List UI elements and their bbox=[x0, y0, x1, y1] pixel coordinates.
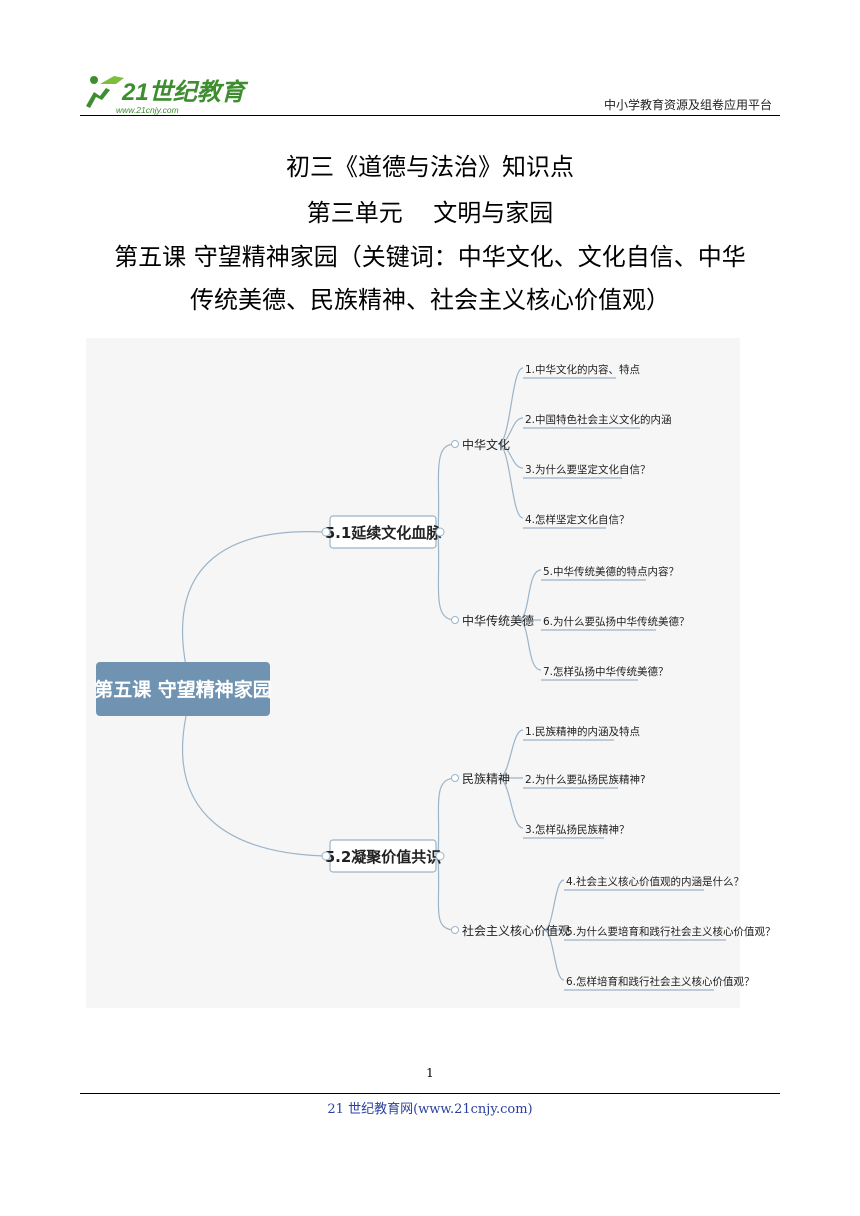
section-node: 5.1延续文化血脉 bbox=[321, 515, 445, 549]
leaf-item: 3.怎样弘扬民族精神？ bbox=[525, 823, 630, 836]
site-logo: 21世纪教育 www.21cnjy.com bbox=[80, 70, 250, 116]
leaf-item: 1.民族精神的内涵及特点 bbox=[525, 725, 640, 738]
section-label: 5.1延续文化血脉 bbox=[325, 524, 443, 542]
leaf-item: 7.怎样弘扬中华传统美德？ bbox=[543, 665, 669, 678]
topic-label: 中华文化 bbox=[462, 437, 510, 452]
runner-logo-icon bbox=[86, 76, 124, 108]
leaf-item: 5.为什么要培育和践行社会主义核心价值观？ bbox=[566, 925, 776, 938]
root-label: 第五课 守望精神家园 bbox=[94, 678, 272, 701]
section-node: 5.2凝聚价值共识 bbox=[321, 839, 445, 873]
mindmap-root-node: 第五课 守望精神家园 bbox=[94, 662, 272, 716]
leaf-item: 2.为什么要弘扬民族精神? bbox=[525, 773, 646, 786]
unit-title: 第三单元 文明与家园 bbox=[306, 199, 554, 227]
mindmap-connectors bbox=[181, 367, 726, 991]
topic-label: 中华传统美德 bbox=[462, 613, 534, 628]
lesson-title-line1: 第五课 守望精神家园（关键词：中华文化、文化自信、中华 bbox=[114, 243, 746, 271]
leaf-item: 6.为什么要弘扬中华传统美德？ bbox=[543, 615, 690, 628]
lesson-title-line2: 传统美德、民族精神、社会主义核心价值观） bbox=[190, 286, 670, 314]
page-number: 1 bbox=[426, 1066, 434, 1080]
topic-label: 民族精神 bbox=[462, 772, 510, 786]
logo-url: www.21cnjy.com bbox=[116, 105, 179, 115]
logo-text: 21世纪教育 bbox=[121, 79, 249, 106]
leaf-item: 5.中华传统美德的特点内容？ bbox=[543, 565, 679, 578]
doc-title: 初三《道德与法治》知识点 bbox=[286, 153, 574, 181]
footer-divider bbox=[80, 1093, 780, 1094]
leaf-item: 3.为什么要坚定文化自信？ bbox=[525, 463, 651, 476]
leaf-item: 4.怎样坚定文化自信？ bbox=[525, 513, 630, 526]
section-label: 5.2凝聚价值共识 bbox=[325, 848, 442, 866]
footer-site-link[interactable]: 21 世纪教育网(www.21cnjy.com) bbox=[327, 1102, 533, 1117]
topic-label: 社会主义核心价值观 bbox=[462, 923, 570, 938]
leaf-item: 2.中国特色社会主义文化的内涵 bbox=[525, 413, 672, 426]
header-platform-text: 中小学教育资源及组卷应用平台 bbox=[603, 98, 772, 112]
leaf-item: 4.社会主义核心价值观的内涵是什么？ bbox=[566, 875, 744, 888]
leaf-item: 1.中华文化的内容、特点 bbox=[525, 363, 640, 376]
mindmap: 第五课 守望精神家园 5.1延续文化血脉 5.2凝聚价值共识 中华文化 中华传统… bbox=[86, 338, 776, 1008]
header-divider bbox=[80, 115, 780, 116]
leaf-item: 6.怎样培育和践行社会主义核心价值观？ bbox=[566, 975, 755, 988]
